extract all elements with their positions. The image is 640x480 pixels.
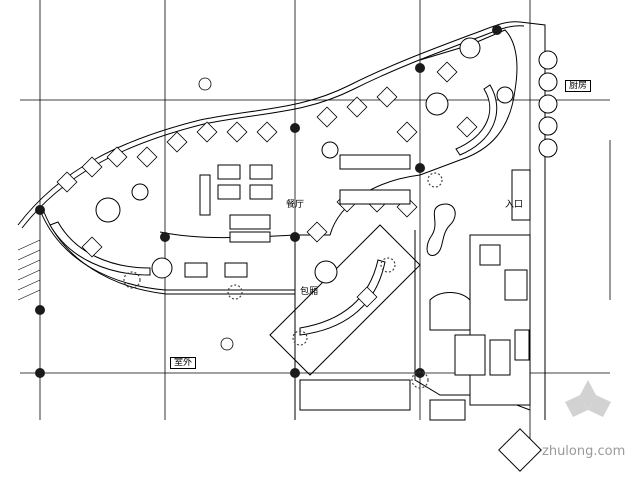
structural-columns (35, 25, 502, 378)
corner-box-label: 入口 (505, 200, 524, 210)
rect-tables (184, 154, 411, 278)
water-feature (426, 203, 456, 256)
round-tables (95, 37, 514, 284)
shrubs (123, 172, 443, 389)
room-label: 包厢 (300, 287, 319, 297)
axis-markers (198, 77, 234, 351)
lower-left-label: 室外 (170, 357, 197, 369)
corner-diamond (498, 428, 542, 472)
watermark-text: zhulong.com (542, 444, 626, 459)
stair-hatch (17, 239, 41, 301)
right-box-label: 厨房 (565, 80, 592, 92)
table-clusters (56, 61, 478, 308)
kitchen-block (299, 169, 531, 421)
facade-columns (538, 50, 558, 158)
watermark-emblem (565, 380, 611, 417)
center-label: 餐厅 (286, 200, 305, 210)
